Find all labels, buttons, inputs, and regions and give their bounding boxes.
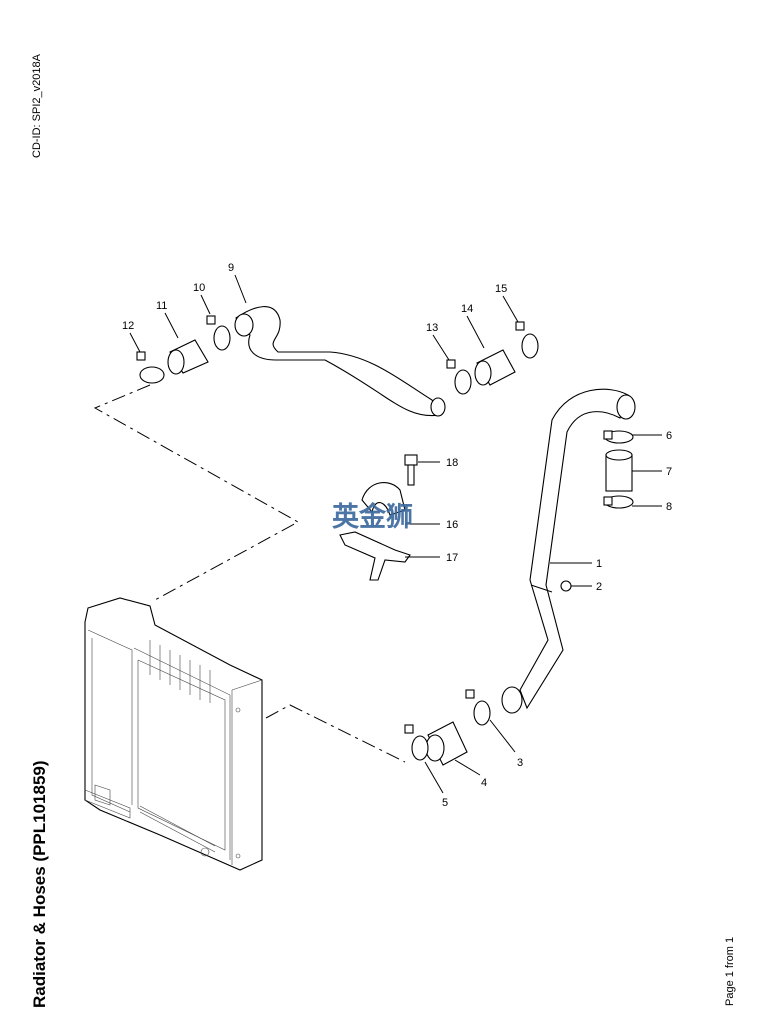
- callout-4: 4: [481, 777, 487, 789]
- callout-17: 17: [446, 552, 458, 564]
- callout-3: 3: [517, 757, 523, 769]
- clamps: [136, 315, 634, 761]
- hose-4: [425, 721, 468, 766]
- watermark: 英金狮: [332, 501, 413, 533]
- callout-12: 12: [122, 320, 134, 332]
- lower-hose-1: [501, 388, 636, 714]
- bracket-assembly: [339, 454, 418, 581]
- callout-18: 18: [446, 457, 458, 469]
- callout-15: 15: [495, 283, 507, 295]
- hose-14: [474, 349, 516, 386]
- routing-lines: [93, 384, 406, 763]
- callout-5: 5: [442, 797, 448, 809]
- callout-6: 6: [666, 430, 672, 442]
- callout-1: 1: [596, 558, 602, 570]
- callout-14: 14: [461, 303, 473, 315]
- callout-11: 11: [156, 300, 167, 312]
- callout-13: 13: [426, 322, 438, 334]
- callout-8: 8: [666, 501, 672, 513]
- callout-labels: 1 2 3 4 5 6 7 8 9 10 11 12 13 14 15 16 1…: [122, 262, 672, 809]
- radiator: [84, 597, 263, 871]
- callout-9: 9: [228, 262, 234, 274]
- upper-hose-9: [234, 306, 446, 417]
- callout-16: 16: [446, 519, 458, 531]
- leader-lines: [129, 274, 662, 794]
- callout-2: 2: [596, 581, 602, 593]
- hose-11: [167, 339, 209, 375]
- callout-7: 7: [666, 466, 672, 478]
- callout-10: 10: [193, 282, 205, 294]
- hose-7: [605, 449, 633, 492]
